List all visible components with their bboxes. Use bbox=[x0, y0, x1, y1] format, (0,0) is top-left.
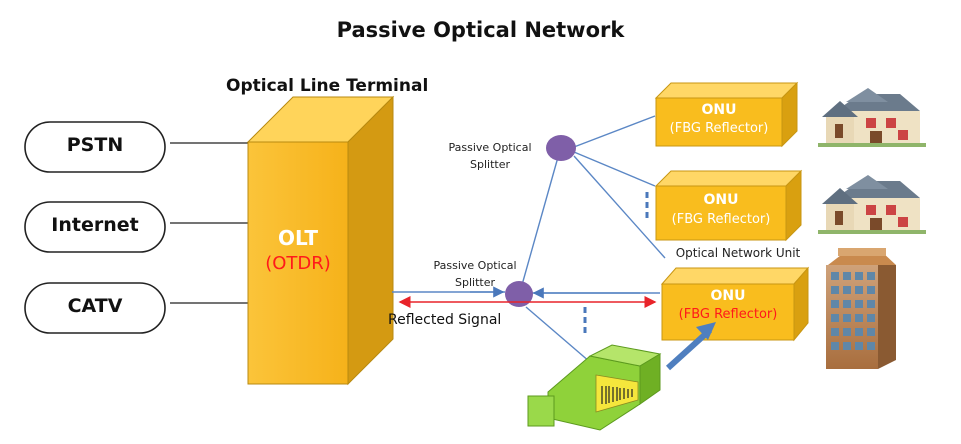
service-label-internet: Internet bbox=[51, 214, 139, 236]
olt-heading: Optical Line Terminal bbox=[226, 76, 429, 96]
service-pill-catv bbox=[24, 282, 166, 334]
top-splitter-label-line1: Passive Optical bbox=[448, 141, 532, 154]
onu-3-sublabel: (FBG Reflector) bbox=[678, 307, 778, 322]
fbg-connector-icon bbox=[527, 344, 662, 431]
service-pill-internet bbox=[24, 201, 166, 253]
service-label-catv: CATV bbox=[67, 295, 123, 317]
reflected-signal-label: Reflected Signal bbox=[388, 312, 502, 328]
office-building-icon bbox=[826, 248, 896, 369]
service-pill-pstn bbox=[24, 121, 166, 173]
onu-1-label: ONU bbox=[701, 102, 737, 118]
olt-label: OLT bbox=[277, 226, 319, 250]
onu-box-2 bbox=[654, 169, 803, 242]
service-label-pstn: PSTN bbox=[66, 134, 124, 156]
house-icon bbox=[818, 175, 926, 234]
house-icon bbox=[818, 88, 926, 147]
onu-box-3 bbox=[660, 266, 810, 342]
top-splitter bbox=[546, 135, 576, 161]
olt-box bbox=[246, 95, 395, 386]
olt-sublabel: (OTDR) bbox=[265, 253, 331, 274]
bottom-splitter-label-line2: Splitter bbox=[455, 276, 495, 289]
onu-caption: Optical Network Unit bbox=[675, 246, 801, 260]
connector-arrow-head bbox=[696, 322, 716, 340]
top-splitter-label-line2: Splitter bbox=[470, 158, 510, 171]
onu-box-1 bbox=[654, 81, 799, 148]
connector-arrow-shaft bbox=[665, 327, 713, 371]
onu-3-label: ONU bbox=[710, 288, 746, 304]
onu-2-sublabel: (FBG Reflector) bbox=[671, 212, 771, 227]
onu-2-label: ONU bbox=[703, 192, 739, 208]
bottom-splitter-label-line1: Passive Optical bbox=[433, 259, 517, 272]
page-title: Passive Optical Network bbox=[336, 18, 625, 42]
service-links bbox=[170, 142, 248, 304]
onu-1-sublabel: (FBG Reflector) bbox=[669, 121, 769, 136]
